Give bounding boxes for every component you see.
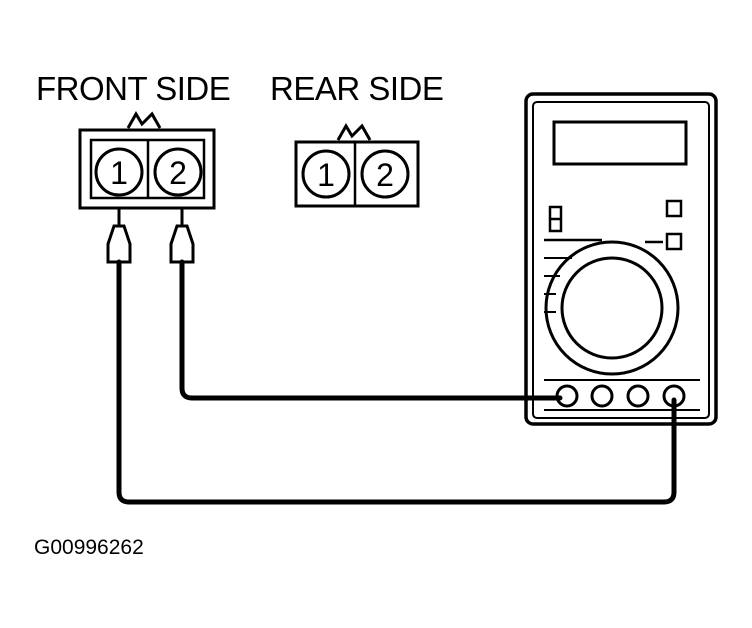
input-jack-1 <box>555 384 579 408</box>
input-jack-4 <box>662 384 686 408</box>
rear-pin-2-label: 2 <box>376 157 394 193</box>
rear-pin-1-label: 1 <box>317 157 335 193</box>
front-connector-lock-tab <box>126 111 162 129</box>
selector-dial <box>544 240 680 376</box>
rear-connector <box>294 123 420 208</box>
rear-connector-lock-tab <box>336 123 372 141</box>
test-lead-1 <box>179 259 563 401</box>
probe-right-tip <box>169 224 195 264</box>
rear-pin-1 <box>301 149 351 199</box>
rear-pin-2 <box>360 149 410 199</box>
range-button-icon <box>665 232 683 251</box>
front-connector <box>78 111 216 210</box>
input-jack-2 <box>590 384 614 408</box>
front-pin-1-label: 1 <box>110 155 128 191</box>
front-pin-1 <box>94 147 144 197</box>
probe-left-tip <box>106 224 132 264</box>
front-pin-2 <box>153 147 203 197</box>
figure-id-label: G00996262 <box>34 536 144 559</box>
rear-side-label: REAR SIDE <box>270 70 444 107</box>
test-lead-2 <box>116 259 677 505</box>
probe-right <box>169 208 195 264</box>
hold-button-icon <box>665 199 683 218</box>
rear-connector-housing <box>294 140 420 208</box>
front-side-label: FRONT SIDE <box>36 70 231 107</box>
multimeter-body <box>524 92 718 426</box>
probe-left <box>106 208 132 264</box>
multimeter <box>524 92 718 426</box>
selector-dial-knob <box>560 256 664 360</box>
input-jack-3 <box>626 384 650 408</box>
multimeter-display <box>552 120 688 166</box>
front-pin-2-label: 2 <box>169 155 187 191</box>
multimeter-bezel <box>532 101 710 419</box>
front-connector-housing <box>78 128 216 210</box>
